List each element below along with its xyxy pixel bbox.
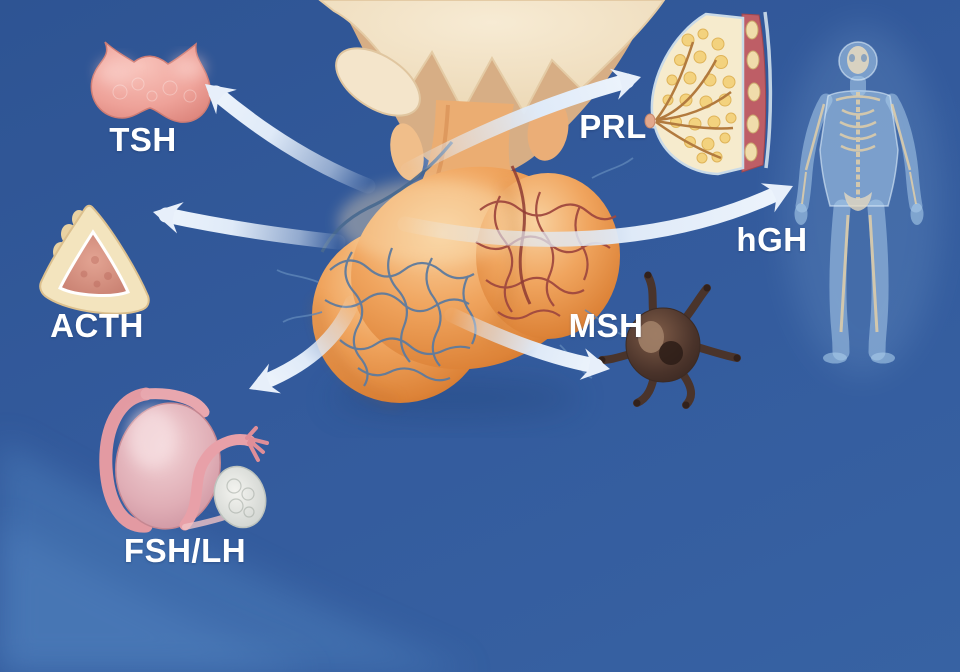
breast-icon (644, 11, 773, 176)
arrow-fsh-lh (249, 295, 360, 394)
gonads-icon (99, 387, 269, 533)
arrow-msh (444, 307, 610, 380)
label-tsh: TSH (109, 121, 177, 158)
arrow-prl (400, 68, 641, 178)
nerve-tendrils (276, 157, 634, 379)
melanocyte-icon (598, 271, 741, 409)
skeleton-icon (801, 46, 917, 333)
label-fsh-lh: FSH/LH (123, 532, 247, 569)
arrow-acth (153, 202, 346, 250)
human-body-icon (782, 25, 942, 375)
pituitary-gland-icon (276, 0, 666, 418)
label-msh: MSH (568, 307, 644, 344)
hormone-arrows (153, 68, 793, 394)
arrow-hgh (397, 183, 793, 247)
label-prl: PRL (579, 108, 647, 145)
label-hgh: hGH (736, 221, 808, 258)
arrow-tsh (205, 84, 376, 194)
background-light-sweep (0, 440, 470, 672)
thyroid-gland-icon (90, 41, 212, 123)
label-acth: ACTH (50, 307, 144, 344)
adrenal-gland-icon (39, 204, 150, 315)
breast-ducts (655, 41, 734, 160)
